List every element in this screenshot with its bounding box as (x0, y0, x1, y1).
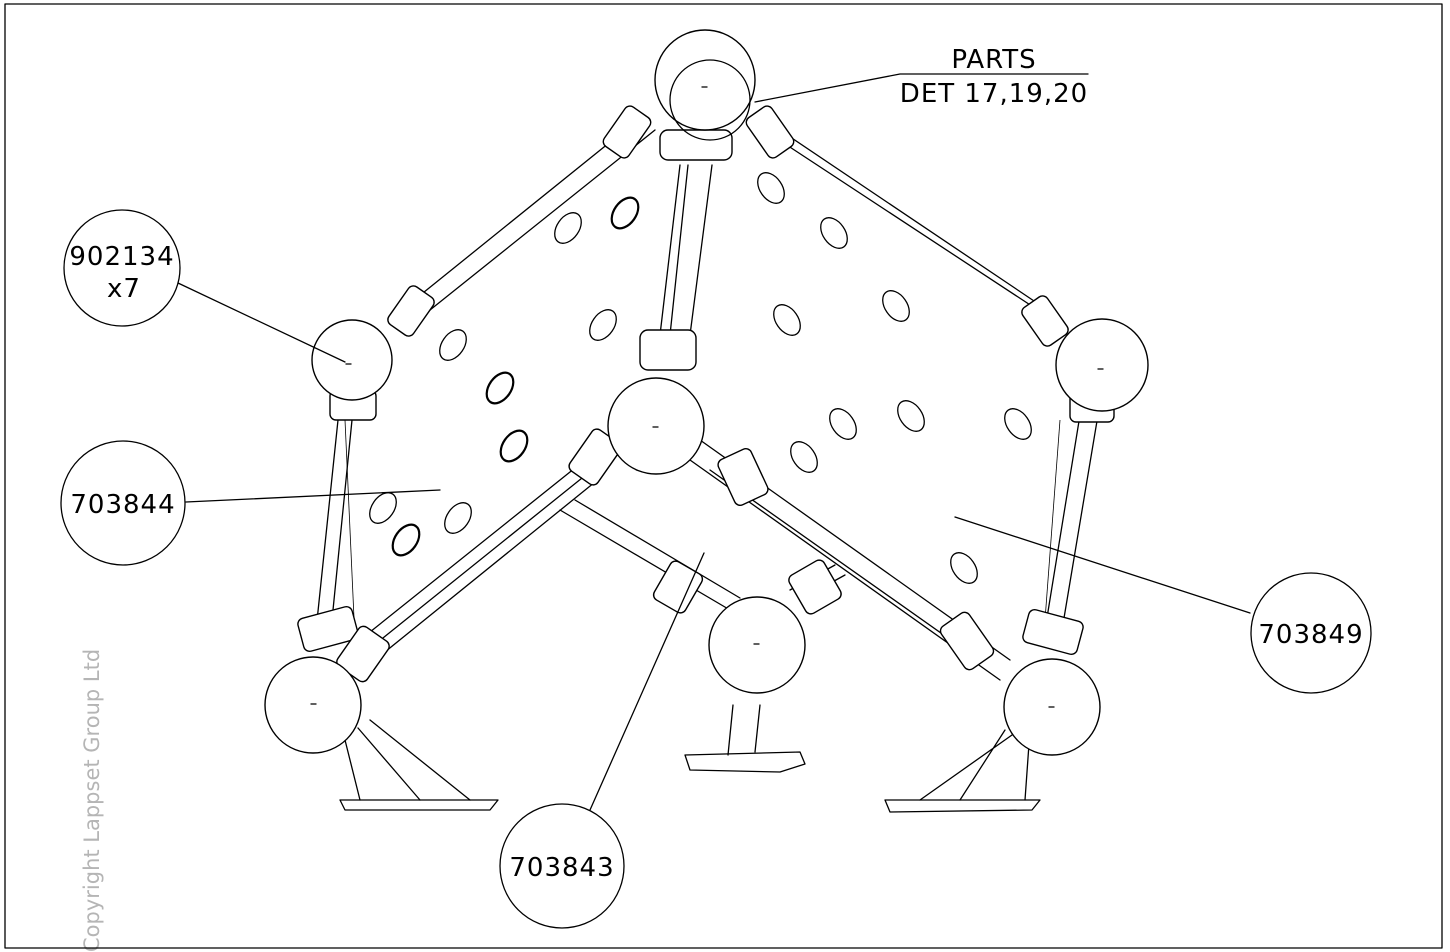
parts-detail: DET 17,19,20 (900, 79, 1088, 109)
panel-holes (369, 172, 1032, 584)
callout-parts: PARTS DET 17,19,20 (900, 45, 1088, 109)
parts-title: PARTS (951, 45, 1036, 75)
callout-703849: 703849 (1250, 572, 1372, 694)
clamps (297, 105, 1115, 683)
callout-902134-number: 902134 (69, 242, 174, 272)
panel-outlines (344, 419, 1061, 641)
drawing-border (4, 3, 1443, 949)
callout-902134: 902134 x7 (63, 209, 181, 327)
base-plates (339, 704, 1041, 813)
callout-902134-qty: x7 (107, 274, 141, 304)
callout-703844-number: 703844 (70, 490, 175, 520)
frame-tubes (314, 117, 1099, 681)
callout-703843-number: 703843 (509, 853, 614, 883)
callout-703849-number: 703849 (1258, 620, 1363, 650)
leader-lines (177, 73, 1251, 811)
callout-703844: 703844 (60, 440, 186, 566)
callout-703843: 703843 (499, 803, 625, 929)
spheres (264, 29, 1149, 756)
